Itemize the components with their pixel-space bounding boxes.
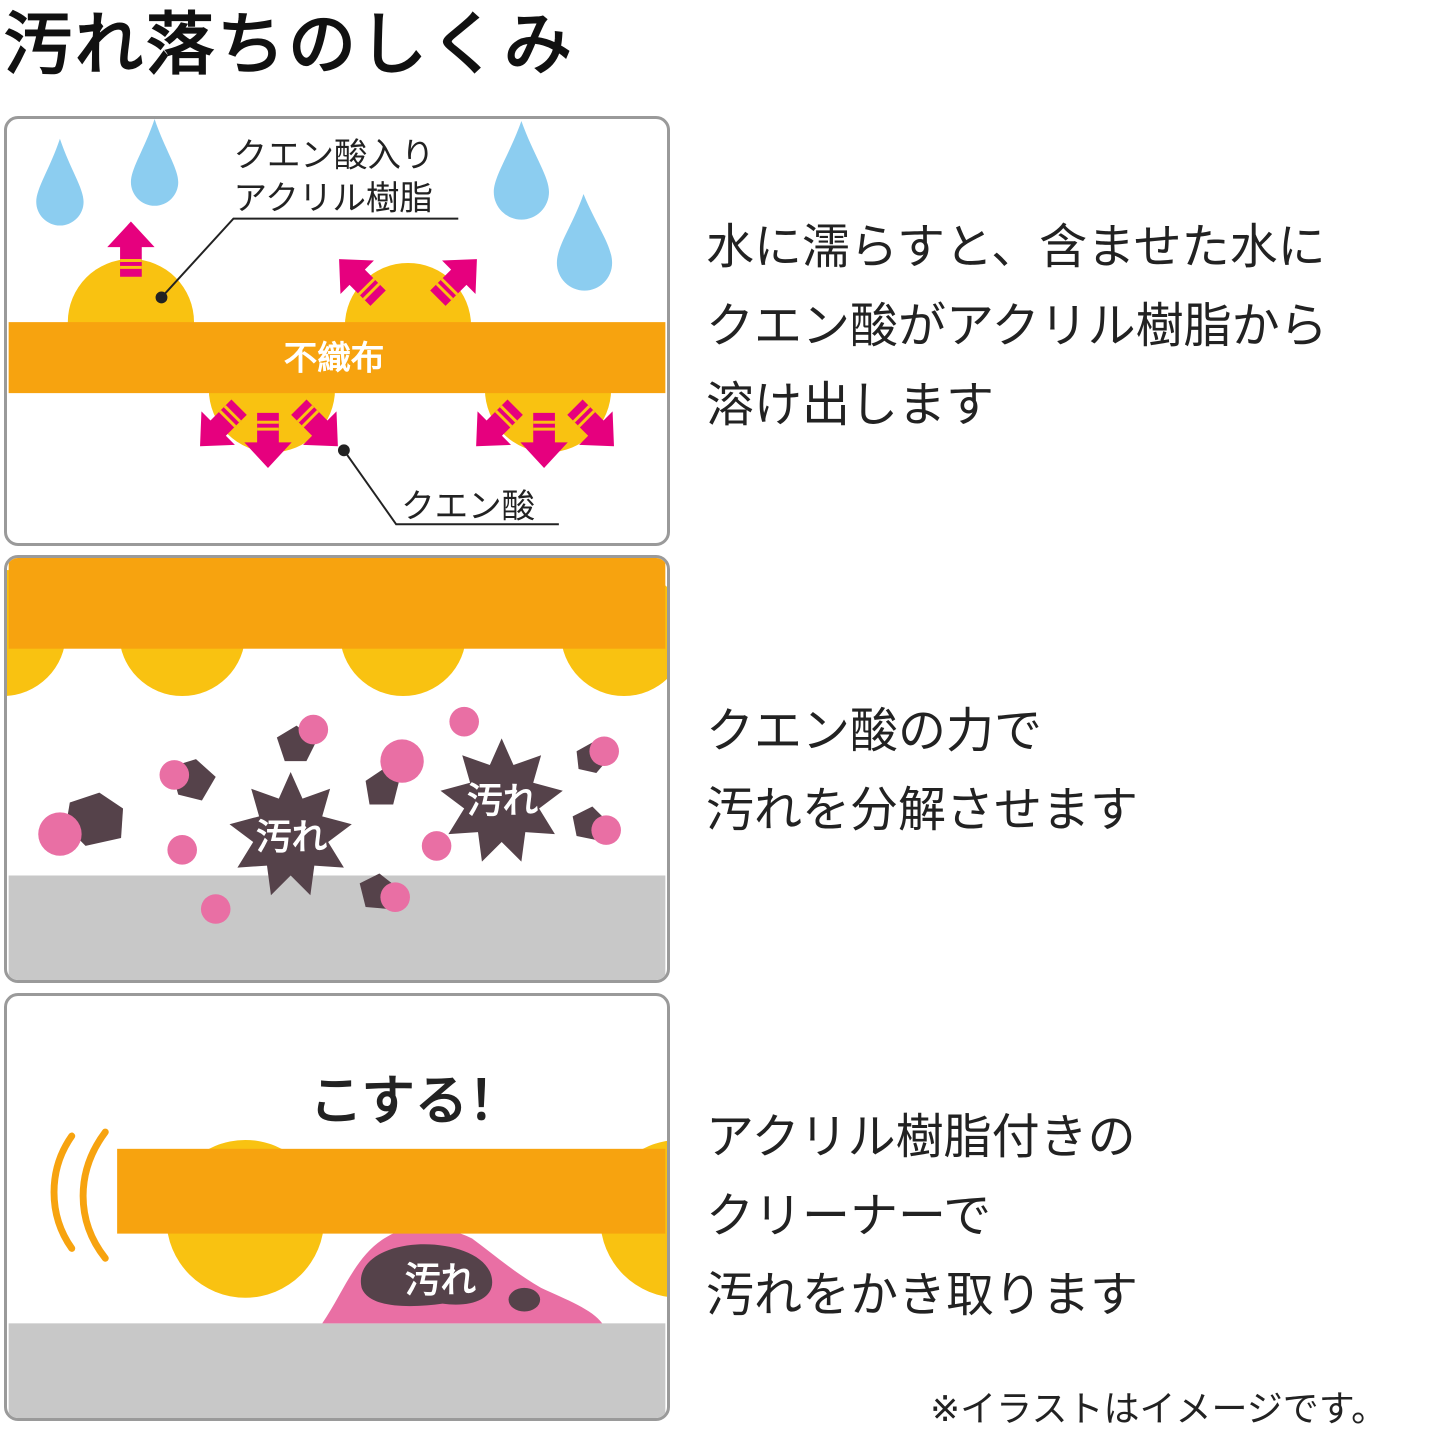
acid-particle <box>38 812 82 856</box>
description-line: 汚れをかき取ります <box>706 1267 1139 1323</box>
acid-particle <box>591 815 621 845</box>
description-step-3: アクリル樹脂付きの クリーナーで 汚れをかき取ります <box>706 1098 1138 1335</box>
cleaner-pad <box>117 1148 666 1234</box>
description-line: 溶け出します <box>706 377 995 433</box>
floor-surface <box>8 875 666 980</box>
water-drop-icon <box>556 193 613 291</box>
floor-surface <box>8 1323 666 1418</box>
leader-line-resin <box>160 217 459 299</box>
water-drop-icon <box>36 138 84 226</box>
nonwoven-fabric-band <box>8 558 666 649</box>
acid-particle <box>298 714 329 745</box>
scrub-label: こする！ <box>309 1070 521 1132</box>
acid-particle <box>380 739 424 783</box>
description-step-1: 水に濡らすと、含ませた水に クエン酸がアクリル樹脂から 溶け出します <box>706 208 1328 445</box>
stain-label: 汚れ <box>405 1260 476 1301</box>
water-drop-icon <box>493 120 549 220</box>
panel-stain-decompose: 汚れ 汚れ <box>4 555 670 983</box>
description-line: クリーナーで <box>706 1188 992 1244</box>
diagram-stain-decompose: 汚れ 汚れ <box>7 558 667 980</box>
illustration-note: ※イラストはイメージです。 <box>930 1389 1388 1430</box>
stain-star <box>440 738 563 862</box>
resin-label-line-2: アクリル樹脂 <box>233 179 432 218</box>
acid-particle <box>421 831 452 861</box>
stain-label: 汚れ <box>256 817 327 858</box>
fabric-label: 不織布 <box>284 338 385 377</box>
acid-particle <box>159 760 190 790</box>
description-step-2: クエン酸の力で 汚れを分解させます <box>706 692 1138 850</box>
motion-lines-icon <box>79 1128 109 1262</box>
stain-star <box>229 771 352 896</box>
resin-label-line-1: クエン酸入り <box>233 135 434 174</box>
description-line: クエン酸の力で <box>706 703 1043 759</box>
acid-label: クエン酸 <box>401 486 535 525</box>
leader-line-acid <box>343 449 559 526</box>
stain-fragment <box>508 1287 541 1312</box>
description-line: 水に濡らすと、含ませた水に <box>706 219 1326 275</box>
panel-citric-release: 不織布 クエン酸入り アクリル樹脂 クエン酸 <box>4 116 670 546</box>
page-title: 汚れ落ちのしくみ <box>4 6 575 85</box>
panel-scrub-off: こする！ 汚れ <box>4 993 670 1421</box>
water-drop-icon <box>130 119 179 206</box>
motion-lines-icon <box>50 1132 76 1252</box>
stain-core <box>360 1244 493 1307</box>
description-line: クエン酸がアクリル樹脂から <box>706 298 1328 354</box>
diagram-citric-release: 不織布 クエン酸入り アクリル樹脂 クエン酸 <box>8 119 666 526</box>
description-line: アクリル樹脂付きの <box>706 1109 1136 1165</box>
acid-particle <box>449 706 479 737</box>
acid-particle <box>167 835 197 865</box>
description-line: 汚れを分解させます <box>706 782 1139 838</box>
nonwoven-fabric-band <box>8 322 666 394</box>
stain-label: 汚れ <box>467 780 538 821</box>
acid-particle <box>200 894 231 924</box>
acid-particle <box>589 736 619 767</box>
diagram-scrub-off: こする！ 汚れ <box>8 1070 667 1418</box>
acid-particle <box>380 882 410 912</box>
